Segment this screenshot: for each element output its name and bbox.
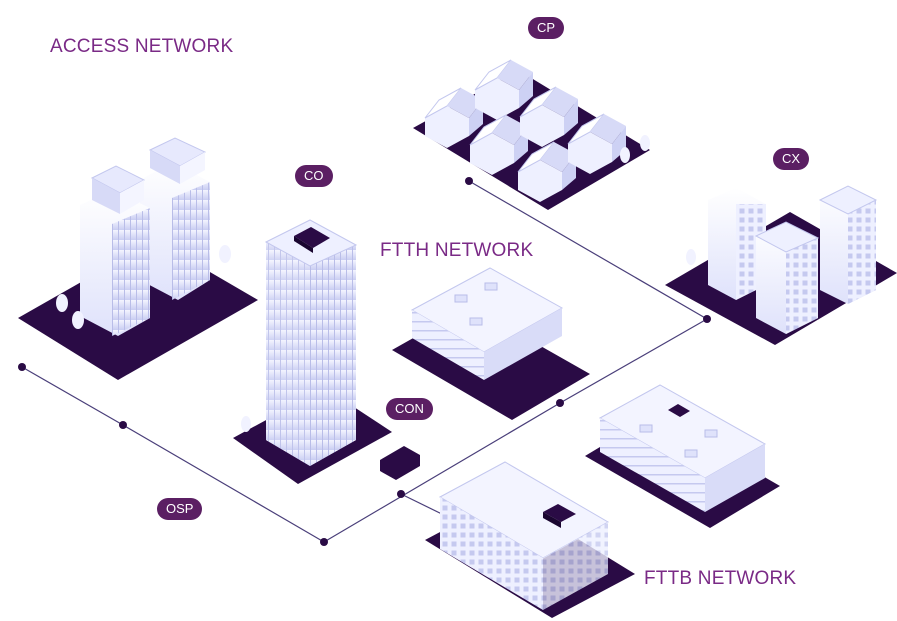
cx-badge: CX [773,148,810,170]
co-badge: CO [295,165,333,187]
house [469,114,528,175]
node [703,315,711,323]
tower-top-block [92,178,120,214]
rooftop-unit-side [543,512,561,528]
roof-vent [639,424,653,433]
co-block [233,219,420,484]
ftth-building-front [412,310,484,380]
roof-vent [484,282,498,291]
roof-vent [454,294,468,303]
house [567,113,626,174]
fttb-building-front [440,497,543,610]
tower-top-block [150,150,180,184]
fttb-building-front [600,418,705,512]
node [119,421,127,429]
cx-tower-front [786,238,818,334]
tree [56,294,68,312]
node [556,399,564,407]
fttb-building-side [543,522,608,610]
roof-vent [684,449,698,458]
cx-tower-roof [754,221,820,253]
tree [219,245,231,263]
access-network-block [18,137,258,380]
tree [241,416,251,432]
cx-tower-front [848,200,876,304]
co-tower-left [266,242,310,466]
access-network-heading: ACCESS NETWORK [50,36,234,57]
node [397,490,405,498]
tree [640,135,650,151]
tree [620,147,630,163]
tree [72,311,84,329]
house [517,141,576,202]
roof-vent [469,317,483,326]
rooftop-unit [543,504,576,522]
con-cabinet [380,446,420,480]
ftth-block [392,267,590,420]
node [18,363,26,371]
cp-block [413,59,650,210]
ftth-network-heading: FTTH NETWORK [380,240,534,261]
rooftop-unit [668,404,690,417]
tower-top-block-side [180,152,205,184]
cx-block [665,185,897,345]
cp-cx-line [468,180,708,320]
fttb-network-heading: FTTB NETWORK [644,568,797,589]
cx-tower-roof [818,185,878,215]
fttb-building-side [705,444,765,512]
house [424,87,483,148]
con-badge: CON [386,398,433,420]
co-tower-front [310,245,356,466]
cp-badge: CP [528,17,565,39]
tower-front [172,182,210,300]
fttb-block [425,384,780,618]
house [519,86,578,147]
tower-front [112,208,150,336]
node [465,177,473,185]
node [320,538,328,546]
tower-top-block-side [120,180,144,214]
house [474,59,533,120]
roof-vent [704,429,718,438]
co-rooftop-unit [294,227,330,248]
tree [686,249,696,265]
fiber-nodes [18,177,711,546]
ftth-building-side [484,308,562,380]
co-rooftop-unit-side [294,236,313,253]
osp-badge: OSP [157,498,203,520]
